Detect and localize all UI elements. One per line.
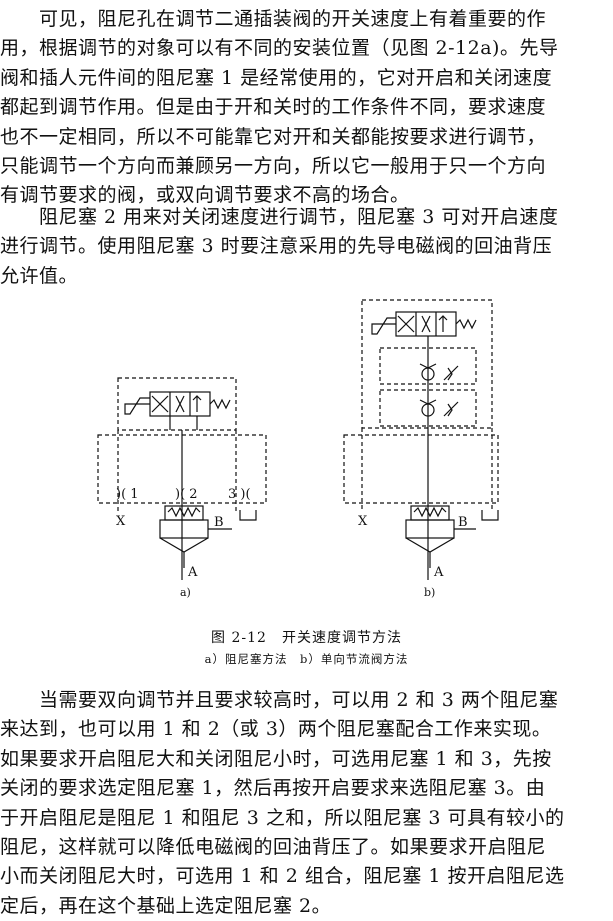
text-line: 于开启阻尼是阻尼 1 和阻尼 3 之和，所以阻尼塞 3 可具有较小的 xyxy=(0,806,565,829)
insert-body-b xyxy=(410,505,450,521)
text-line: 阻尼塞 2 用来对关闭速度进行调节，阻尼塞 3 可对开启速度 xyxy=(0,206,559,228)
text-line: 阻尼，这样就可以降低电磁阀的回油背压了。如果要求开启阻尼 xyxy=(0,835,547,858)
port-label-x-b: X xyxy=(358,514,368,529)
spring-a xyxy=(209,398,231,410)
figure-caption-subtitle: a）阻尼塞方法 b）单向节流阀方法 xyxy=(204,652,409,666)
figure-caption-title: 图 2-12 开关速度调节方法 xyxy=(211,630,402,646)
orifice-label-2: )( 2 xyxy=(175,487,198,502)
throttle-2 xyxy=(447,403,453,417)
text-line: 有调节要求的阀，或双向调节要求不高的场合。 xyxy=(0,184,410,207)
text-line: 允许值。 xyxy=(0,264,79,287)
port-label-b-b: B xyxy=(458,515,468,530)
port-label-a-a: A xyxy=(187,565,198,580)
subfigure-label-a: a) xyxy=(180,586,191,599)
figure-b-diagram xyxy=(343,299,499,580)
paragraph-3: 当需要双向调节并且要求较高时，可以用 2 和 3 两个阻尼塞 来达到，也可以用 … xyxy=(0,686,613,921)
text-line: 定后，再在这个基础上选定阻尼塞 2。 xyxy=(0,894,332,917)
text-line: 用，根据调节的对象可以有不同的安装位置（见图 2-12a)。先导 xyxy=(0,37,559,60)
text-line: 如果要求开启阻尼大和关闭阻尼小时，可选用尼塞 1 和 3，先按 xyxy=(0,747,552,770)
spring-b xyxy=(455,318,477,330)
solenoid-actuator-b xyxy=(371,317,396,335)
port-label-x-a: X xyxy=(116,514,126,529)
figure-2-12: )( 1 )( 2 3 )( X B A a) X B A b) xyxy=(97,299,499,599)
text-line: 也不一定相同，所以不可能靠它对开和关都能按要求进行调节， xyxy=(0,125,547,148)
text-line: 阀和插人元件间的阻尼塞 1 是经常使用的，它对开启和关闭速度 xyxy=(0,66,553,89)
text-line: 可见，阻尼孔在调节二通插装阀的开关速度上有着重要的作 xyxy=(0,8,547,30)
text-line: 来达到，也可以用 1 和 2（或 3）两个阻尼塞配合工作来实现。 xyxy=(0,718,552,741)
port-label-a-b: A xyxy=(433,565,444,580)
text-line: 小而关闭阻尼大时，可选用 1 和 2 组合，阻尼塞 1 按开启阻尼选 xyxy=(0,865,565,888)
port-label-b-a: B xyxy=(214,515,224,530)
paragraph-2: 阻尼塞 2 用来对关闭速度进行调节，阻尼塞 3 可对开启速度 进行调节。使用阻尼… xyxy=(0,203,613,291)
figure-a-diagram xyxy=(97,377,267,580)
orifice-label-1: )( 1 xyxy=(116,487,139,502)
text-line: 进行调节。使用阻尼塞 3 时要注意采用的先导电磁阀的回油背压 xyxy=(0,235,553,258)
text-line: 关闭的要求选定阻尼塞 1，然后再按开启要求来选阻尼塞 3。由 xyxy=(0,777,546,800)
paragraph-1: 可见，阻尼孔在调节二通插装阀的开关速度上有着重要的作 用，根据调节的对象可以有不… xyxy=(0,5,613,211)
insert-body-a xyxy=(164,505,204,521)
text-line: 当需要双向调节并且要求较高时，可以用 2 和 3 两个阻尼塞 xyxy=(0,689,559,711)
orifice-label-3: 3 )( xyxy=(228,487,251,502)
text-line: 只能调节一个方向而兼顾另一方向，所以它一般用于只一个方向 xyxy=(0,154,547,177)
solenoid-actuator-a xyxy=(124,397,150,415)
subfigure-label-b: b) xyxy=(424,586,435,599)
throttle-1 xyxy=(447,367,453,381)
text-line: 都起到调节作用。但是由于开和关时的工作条件不同，要求速度 xyxy=(0,96,547,119)
